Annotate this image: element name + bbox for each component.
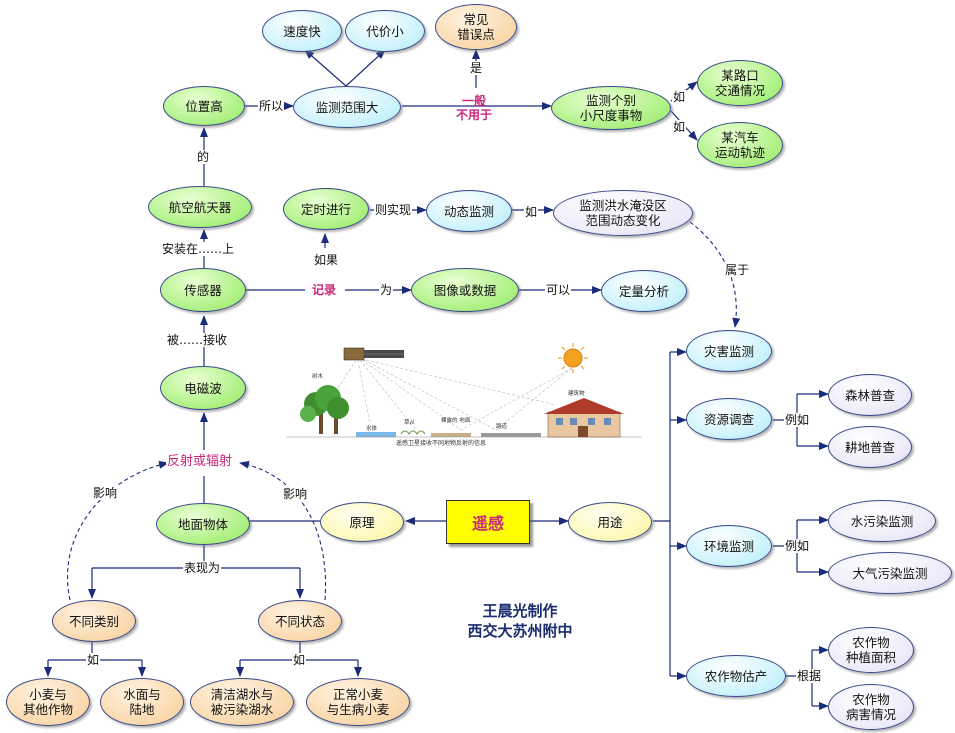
- label-is: 是: [469, 61, 484, 75]
- illus-label-grass: 草从: [404, 418, 416, 426]
- edge-range-speed: [304, 49, 347, 87]
- label-manifest-as: 表现为: [183, 561, 222, 575]
- label-example-2: 例如: [784, 539, 811, 553]
- label-so: 所以: [258, 99, 285, 113]
- edge-types-affect: [67, 460, 169, 601]
- node-monitor-range-large: 监测范围大: [293, 86, 401, 128]
- edge-states-affect: [239, 460, 327, 601]
- illus-label-road: 路道: [496, 422, 508, 430]
- node-speed-fast: 速度快: [262, 10, 342, 52]
- node-clean-polluted-lake: 清洁湖水与 被污染湖水: [190, 678, 294, 726]
- node-timed: 定时进行: [283, 188, 369, 230]
- satellite-icon: [343, 347, 404, 361]
- center-node-remote-sensing: 遥感: [446, 500, 530, 544]
- label-generally-not: 一般 不用于: [456, 94, 493, 122]
- node-env-monitor: 环境监测: [686, 525, 772, 567]
- node-em-wave: 电磁波: [160, 366, 246, 410]
- node-image-data: 图像或数据: [411, 268, 519, 312]
- illus-label-ground: 裸露的 地面: [441, 416, 471, 424]
- node-car-track: 某汽车 运动轨迹: [697, 122, 783, 168]
- node-road-traffic: 某路口 交通情况: [697, 60, 783, 106]
- node-common-errors: 常见 错误点: [435, 4, 517, 50]
- edge-range-cost: [345, 49, 386, 87]
- label-like-3: 如: [524, 205, 539, 219]
- building-icon: [544, 398, 624, 438]
- reflection-rays: [323, 359, 573, 431]
- label-received-by: 被……接收: [166, 333, 229, 347]
- node-quant-analysis: 定量分析: [601, 270, 687, 312]
- label-reflect-radiate: 反射或辐射: [166, 454, 234, 469]
- sun-icon: [558, 343, 588, 373]
- edge-usage-trunk: [653, 352, 671, 676]
- node-position-high: 位置高: [163, 86, 245, 126]
- label-installed-on: 安装在……上: [161, 242, 236, 256]
- label-like-4: 如: [86, 653, 101, 667]
- node-resource-survey: 资源调查: [686, 398, 772, 440]
- label-record: 记录: [312, 283, 337, 297]
- grass-icon: [400, 430, 426, 435]
- node-healthy-sick-wheat: 正常小麦 与生病小麦: [306, 678, 410, 726]
- tree-icon: [300, 385, 349, 434]
- node-aerospace: 航空航天器: [148, 186, 252, 228]
- node-wheat-crops: 小麦与 其他作物: [6, 678, 90, 726]
- node-monitor-small-things: 监测个别 小尺度事物: [551, 86, 671, 130]
- node-water-land: 水面与 陆地: [100, 678, 184, 726]
- node-dynamic-monitor: 动态监测: [426, 190, 512, 232]
- node-crop-estimate: 农作物估产: [686, 655, 786, 697]
- illus-label-tree: 树木: [312, 372, 324, 380]
- label-affect-left: 影响: [92, 486, 119, 500]
- label-if: 如果: [313, 253, 340, 267]
- label-like-1: 如: [672, 90, 687, 104]
- label-like-5: 如: [292, 653, 307, 667]
- label-example-1: 例如: [784, 413, 811, 427]
- label-of: 的: [196, 150, 211, 164]
- label-as: 为: [379, 283, 394, 297]
- node-principle: 原理: [320, 502, 404, 542]
- node-flood-monitor: 监测洪水淹没区 范围动态变化: [553, 190, 693, 236]
- node-diff-types: 不同类别: [52, 600, 136, 642]
- node-forest-survey: 森林普查: [828, 374, 912, 416]
- illus-label-water: 水体: [366, 424, 378, 432]
- road: [481, 433, 541, 437]
- node-cost-low: 代价小: [345, 10, 425, 52]
- label-affect-right: 影响: [282, 487, 309, 501]
- node-disaster-monitor: 灾害监测: [686, 330, 772, 372]
- node-diff-states: 不同状态: [258, 600, 342, 642]
- node-ground-objects: 地面物体: [156, 503, 250, 545]
- node-usage: 用途: [568, 502, 652, 542]
- author-credit: 王晨光制作 西交大苏州附中: [467, 602, 573, 640]
- label-basis: 根据: [796, 669, 823, 683]
- node-crop-disease: 农作物 病害情况: [828, 684, 914, 730]
- satellite-illustration: 树木 水体 草从 裸露的 地面 路道 建筑物 遥感卫星接收不同地物反射的信息: [286, 343, 642, 447]
- label-belongs: 属于: [724, 263, 751, 277]
- node-sensor: 传感器: [160, 268, 246, 312]
- illus-caption: 遥感卫星接收不同地物反射的信息: [396, 439, 486, 447]
- illus-label-building: 建筑物: [568, 389, 585, 397]
- node-crop-area: 农作物 种植面积: [828, 627, 914, 673]
- water-body: [356, 432, 396, 437]
- bare-ground: [431, 433, 471, 437]
- node-air-pollution: 大气污染监测: [828, 552, 952, 594]
- node-farmland-survey: 耕地普查: [828, 426, 912, 468]
- label-like-2: 如: [672, 120, 687, 134]
- label-then-realize: 则实现: [374, 203, 413, 217]
- label-can: 可以: [545, 283, 572, 297]
- node-water-pollution: 水污染监测: [828, 500, 936, 542]
